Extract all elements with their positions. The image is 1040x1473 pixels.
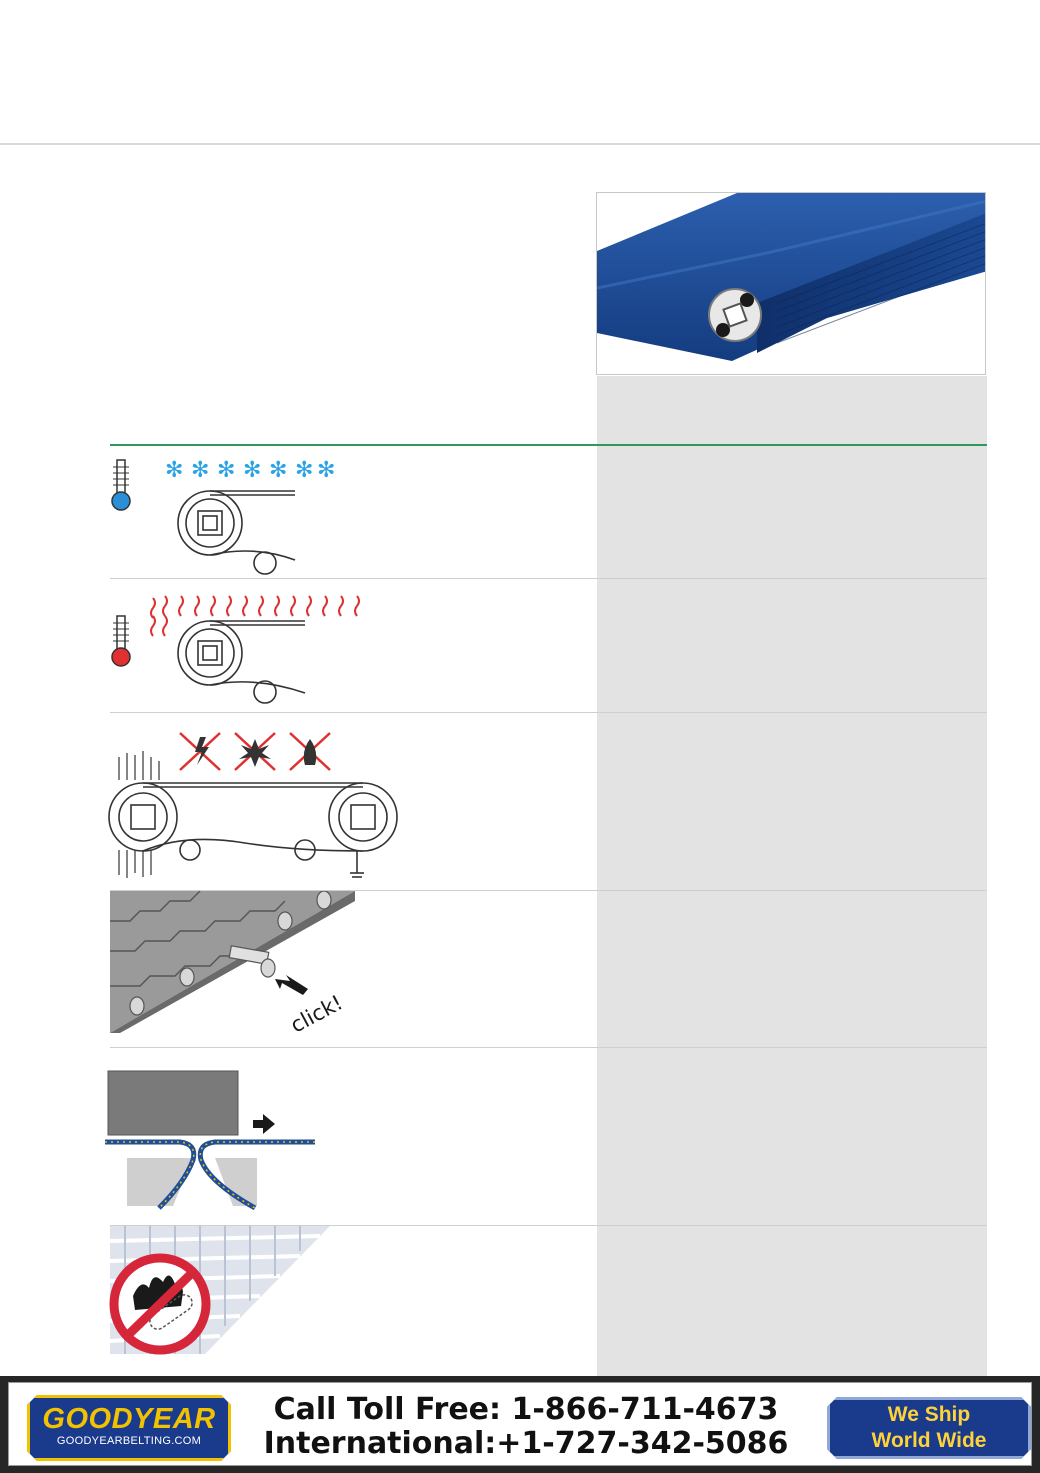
section-divider-green: [110, 444, 987, 446]
logo-url: GOODYEARBELTING.COM: [56, 1435, 202, 1447]
svg-text:✻: ✻: [295, 458, 313, 483]
top-divider: [0, 143, 1040, 145]
svg-text:✻: ✻: [243, 458, 261, 483]
row-divider: [110, 1225, 987, 1226]
svg-text:✻: ✻: [269, 458, 287, 483]
international-line: International:+1-727-342-5086: [263, 1426, 789, 1461]
row-divider: [110, 1047, 987, 1048]
transfer-illustration: [105, 1070, 315, 1211]
svg-text:✻: ✻: [191, 458, 209, 483]
svg-text:✻: ✻: [165, 458, 183, 483]
thermometer-hot-icon: [111, 615, 131, 667]
high-temperature-illustration: [111, 595, 360, 704]
svg-text:✻: ✻: [217, 458, 235, 483]
static-arrows: [118, 751, 160, 878]
svg-text:✻: ✻: [317, 458, 335, 483]
product-box: [107, 1070, 239, 1136]
row-divider: [110, 890, 987, 891]
right-grey-column: [597, 376, 987, 1376]
flame-retardant-illustration: [109, 1226, 330, 1355]
ship-line-2: World Wide: [871, 1429, 987, 1452]
hazard-symbols: [195, 737, 317, 767]
we-ship-badge: We Ship World Wide: [827, 1397, 1031, 1459]
toll-free-line: Call Toll Free: 1-866-711-4673: [273, 1392, 779, 1427]
logo-word: GOODYEAR: [42, 1403, 216, 1435]
two-sprocket-belt-drawing: [108, 782, 398, 878]
ship-line-1: We Ship: [887, 1403, 971, 1426]
goodyear-logo[interactable]: GOODYEAR GOODYEARBELTING.COM: [27, 1395, 231, 1461]
row-divider: [110, 578, 987, 579]
sprocket-belt-drawing: [177, 490, 296, 575]
low-temperature-illustration: ✻✻✻ ✻✻✻✻: [111, 458, 335, 575]
snowflake-icons: ✻✻✻ ✻✻✻✻: [165, 458, 335, 483]
belt-product-photo: [596, 192, 986, 375]
antistatic-illustration: [108, 732, 398, 878]
right-transfer-plate: [215, 1158, 257, 1206]
click-arrow-icon: [275, 975, 308, 995]
thermometer-cold-icon: [111, 459, 131, 511]
sprocket-belt-drawing: [177, 620, 306, 704]
heat-wave-icons: [150, 595, 360, 637]
banner-panel: GOODYEAR GOODYEARBELTING.COM Call Toll F…: [8, 1382, 1032, 1466]
direction-arrow-icon: [253, 1114, 275, 1134]
contact-text: Call Toll Free: 1-866-711-4673 Internati…: [241, 1393, 811, 1461]
no-flame-icon: [109, 1253, 211, 1355]
pin-assembly-illustration: click!: [110, 891, 355, 1033]
click-label: click!: [287, 990, 347, 1033]
row-divider: [110, 712, 987, 713]
left-transfer-plate: [127, 1158, 193, 1206]
footer-banner: GOODYEAR GOODYEARBELTING.COM Call Toll F…: [0, 1376, 1040, 1473]
